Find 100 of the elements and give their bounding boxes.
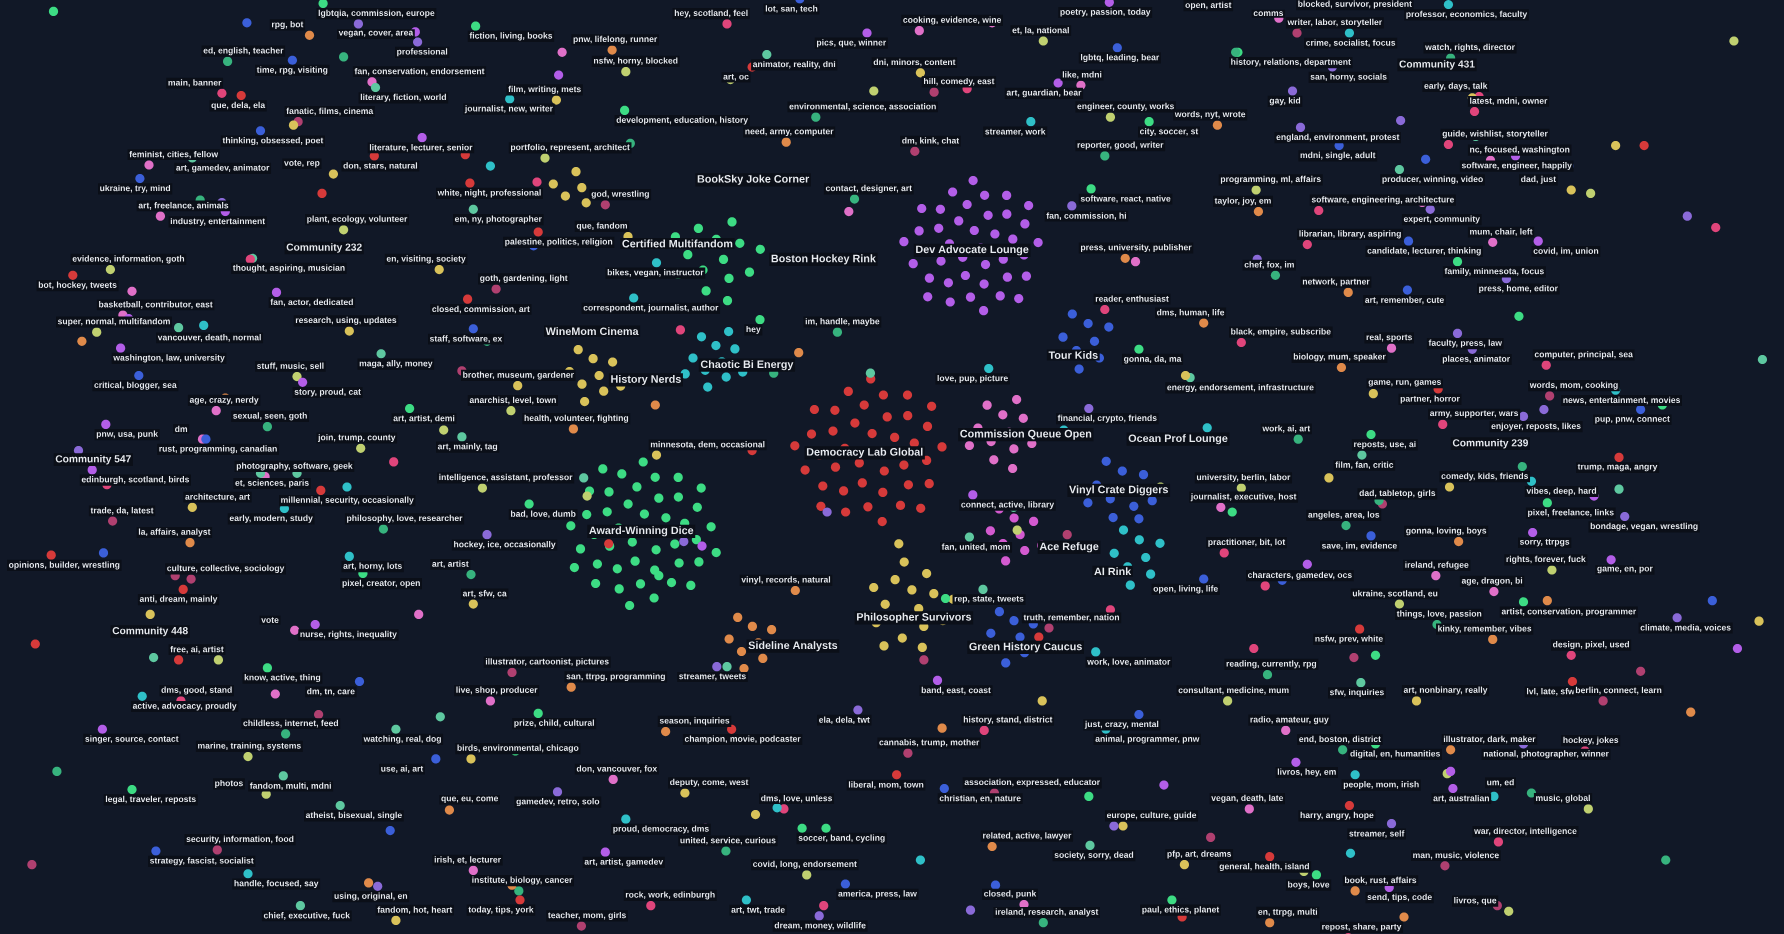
keyword-label: art, oc <box>721 72 751 83</box>
keyword-label: connect, active, library <box>959 499 1056 511</box>
keyword-label: hockey, jokes <box>1561 735 1621 747</box>
keyword-label: art, artist, demi <box>391 413 457 425</box>
keyword-label: network, partner <box>1300 276 1372 288</box>
keyword-label: design, pixel, used <box>1551 639 1632 651</box>
keyword-label: covid, im, union <box>1531 246 1601 257</box>
keyword-label: fan, commission, hi <box>1044 210 1129 222</box>
keyword-label: covid, long, endorsement <box>751 859 859 871</box>
keyword-label: minnesota, dem, occasional <box>648 439 767 451</box>
keyword-label: united, service, curious <box>678 835 778 847</box>
keyword-label: programming, ml, affairs <box>1218 174 1323 186</box>
keyword-label: film, fan, critic <box>1333 459 1396 471</box>
keyword-label: gamedev, retro, solo <box>514 796 602 808</box>
keyword-label: illustrator, cartoonist, pictures <box>483 656 611 668</box>
community-label: Community 239 <box>1450 437 1530 451</box>
keyword-label: don, vancouver, fox <box>574 763 659 775</box>
keyword-label: repost, share, party <box>1320 921 1404 933</box>
keyword-label: today, tips, york <box>466 904 536 916</box>
keyword-label: early, modern, study <box>227 513 315 525</box>
keyword-label: band, east, coast <box>919 685 993 696</box>
keyword-label: dms, love, unless <box>759 793 834 805</box>
keyword-label: sorry, ttrpgs <box>1518 537 1572 548</box>
cluster-label: AI Rink <box>1092 565 1133 577</box>
keyword-label: photos <box>213 778 245 790</box>
keyword-label: dream, money, wildlife <box>772 920 868 932</box>
keyword-label: journalist, executive, host <box>1189 491 1299 503</box>
keyword-label: environmental, science, association <box>787 101 938 113</box>
keyword-label: music, global <box>1533 793 1593 805</box>
keyword-label: irish, et, lecturer <box>432 854 503 866</box>
keyword-label: free, ai, artist <box>168 644 226 656</box>
keyword-label: goth, gardening, light <box>478 273 570 285</box>
keyword-label: gonna, loving, boys <box>1404 525 1489 537</box>
keyword-label: rep, state, tweets <box>952 594 1026 605</box>
keyword-label: san, ttrpg, programming <box>564 671 668 683</box>
keyword-label: dm, kink, chat <box>900 135 961 147</box>
keyword-label: art, guardian, bear <box>1004 87 1084 99</box>
keyword-label: pup, pnw, connect <box>1593 414 1672 426</box>
keyword-label: lot, san, tech <box>763 3 820 15</box>
keyword-label: hill, comedy, east <box>921 76 997 88</box>
keyword-label: bikes, vegan, instructor <box>605 267 706 279</box>
keyword-label: lgbtq, leading, bear <box>1078 52 1161 64</box>
keyword-label: kinky, remember, vibes <box>1436 623 1534 635</box>
keyword-label: pixel, freelance, links <box>1525 507 1616 519</box>
keyword-label: atheist, bisexual, single <box>304 810 404 822</box>
keyword-label: digital, en, humanities <box>1348 748 1442 760</box>
keyword-label: don, stars, natural <box>341 160 420 172</box>
keyword-label: childless, internet, feed <box>241 718 341 729</box>
keyword-label: health, volunteer, fighting <box>522 413 631 425</box>
keyword-label: dad, tabletop, girls <box>1357 488 1438 500</box>
keyword-label: art, artist <box>430 558 471 570</box>
keyword-label: stuff, music, sell <box>255 361 326 372</box>
keyword-label: rights, forever, fuck <box>1504 554 1588 566</box>
keyword-label: end, boston, district <box>1297 734 1383 745</box>
keyword-label: software, react, native <box>1078 193 1173 205</box>
keyword-label: architecture, art <box>183 491 252 503</box>
keyword-label: maga, ally, money <box>357 358 435 370</box>
keyword-label: england, environment, protest <box>1274 132 1401 144</box>
keyword-label: family, minnesota, focus <box>1442 266 1546 278</box>
keyword-label: biology, mum, speaker <box>1291 351 1388 363</box>
cluster-label: WineMom Cinema <box>544 325 641 337</box>
keyword-label: staff, software, ex <box>428 333 504 345</box>
keyword-label: research, using, updates <box>293 315 399 327</box>
keyword-label: book, rust, affairs <box>1342 875 1419 886</box>
keyword-label: christian, en, nature <box>937 793 1023 805</box>
keyword-label: just, crazy, mental <box>1083 719 1161 731</box>
keyword-label: fanatic, films, cinema <box>284 106 375 117</box>
keyword-label: people, mom, irish <box>1341 779 1421 791</box>
keyword-label: pics, que, winner <box>814 37 888 49</box>
keyword-label: war, director, intelligence <box>1472 826 1579 838</box>
keyword-label: engineer, county, works <box>1075 101 1176 113</box>
keyword-label: vegan, death, late <box>1209 793 1285 805</box>
keyword-label: characters, gamedev, ocs <box>1246 570 1354 582</box>
keyword-label: university, berlin, labor <box>1194 472 1292 484</box>
keyword-label: watch, rights, director <box>1423 42 1517 54</box>
keyword-label: join, trump, county <box>316 432 398 444</box>
keyword-label: mum, chair, left <box>1467 226 1535 238</box>
keyword-label: nurse, rights, inequality <box>298 629 399 641</box>
keyword-label: save, im, evidence <box>1320 540 1399 552</box>
cluster-label: Philosopher Survivors <box>854 611 974 625</box>
keyword-label: vote, rep <box>282 158 322 170</box>
keyword-label: illustrator, dark, maker <box>1441 734 1538 745</box>
keyword-label: culture, collective, sociology <box>165 563 286 575</box>
keyword-label: cannabis, trump, mother <box>877 737 981 749</box>
keyword-label: philosophy, love, researcher <box>344 513 465 525</box>
keyword-label: et, la, national <box>1010 25 1072 37</box>
keyword-label: comms <box>1251 9 1286 18</box>
keyword-label: words, nyt, wrote <box>1173 109 1248 121</box>
keyword-label: teacher, mom, girls <box>546 910 628 922</box>
keyword-label: game, en, por <box>1595 565 1655 575</box>
keyword-label: army, supporter, wars <box>1428 408 1521 420</box>
keyword-label: crime, socialist, focus <box>1304 37 1398 49</box>
keyword-label: legal, traveler, reposts <box>103 794 198 806</box>
keyword-label: software, engineering, architecture <box>1309 194 1456 206</box>
keyword-label: edinburgh, scotland, birds <box>79 474 191 486</box>
keyword-label: paul, ethics, planet <box>1140 904 1221 916</box>
keyword-label: history, stand, district <box>961 714 1054 726</box>
keyword-label: main, banner <box>166 77 224 89</box>
keyword-label: words, mom, cooking <box>1528 380 1620 392</box>
keyword-label: association, expressed, educator <box>962 777 1102 789</box>
